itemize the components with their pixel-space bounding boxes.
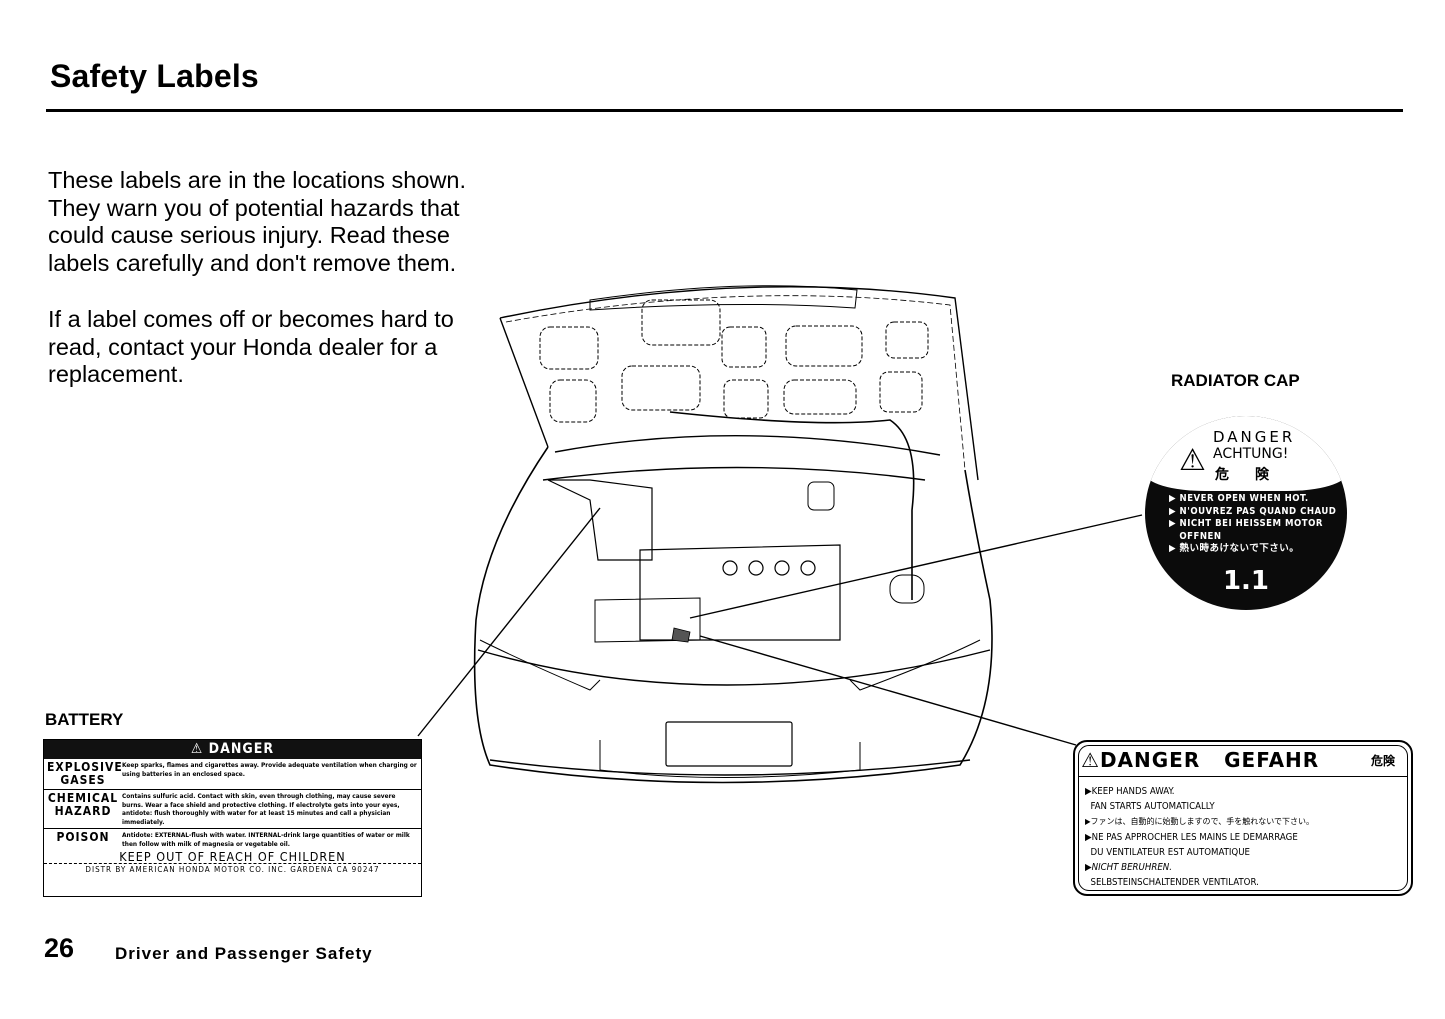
fan-line: ▶NICHT BERUHREN. (1085, 862, 1172, 874)
hood-outline (499, 286, 979, 481)
fan-label: ⚠DANGER GEFAHR 危険 ▶KEEP HANDS AWAY. FAN … (1073, 740, 1413, 896)
battery-row-key: CHEMICAL HAZARD (47, 791, 119, 818)
fan-label-inner-border (1078, 745, 1408, 891)
warning-triangle-icon: ⚠ (1179, 444, 1206, 477)
warning-triangle-icon: ⚠ (1081, 748, 1100, 772)
fan-label-divider (1079, 776, 1407, 777)
radiator-cap-label: ⚠ DANGER ACHTUNG! 危険 ▶ NEVER OPEN WHEN H… (1145, 416, 1347, 610)
radiator-line: ▶ NICHT BEI HEISSEM MOTOR (1169, 518, 1323, 529)
battery-keep-out: KEEP OUT OF REACH OF CHILDREN (119, 849, 346, 864)
fan-danger-gefahr: DANGER GEFAHR (1099, 748, 1320, 772)
warning-triangle-icon: ⚠ (190, 741, 209, 757)
grille (599, 740, 861, 778)
radiator-callout-line (689, 514, 1143, 619)
battery-callout-line (417, 507, 601, 737)
hood-inner (505, 295, 966, 471)
battery-row-text: Antidote: EXTERNAL-flush with water. INT… (122, 831, 410, 848)
air-valve (807, 481, 835, 511)
hood-prop-rod (669, 411, 915, 600)
body-outline (473, 446, 993, 784)
cowl (542, 435, 941, 481)
intro-text: These labels are in the locations shown.… (48, 167, 478, 418)
radiator-achtung: ACHTUNG! (1213, 446, 1289, 462)
radiator-line: ▶ N'OUVREZ PAS QUAND CHAUD (1169, 505, 1337, 517)
radiator-label-heading: RADIATOR CAP (1171, 371, 1300, 390)
fan-kanji: 危険 (1370, 754, 1395, 768)
fan-line: ▶ファンは、自動的に始動しますので、手を触れないで下さい。 (1085, 817, 1314, 827)
fan-warning-lines: ▶KEEP HANDS AWAY. FAN STARTS AUTOMATICAL… (1085, 784, 1314, 890)
fan-line: SELBSTEINSCHALTENDER VENTILATOR. (1085, 877, 1259, 889)
radiator-warning-lines: ▶ NEVER OPEN WHEN HOT. ▶ N'OUVREZ PAS QU… (1169, 493, 1336, 556)
battery-row-explosive: EXPLOSIVE GASES Keep sparks, flames and … (44, 759, 421, 790)
battery-row-poison: POISON Antidote: EXTERNAL-flush with wat… (44, 829, 421, 850)
fan-label-heading: ⚠DANGER GEFAHR (1081, 748, 1319, 772)
title-divider (46, 109, 1403, 112)
page-title: Safety Labels (50, 58, 259, 94)
battery-row-text: Keep sparks, flames and cigarettes away.… (122, 761, 417, 778)
battery-danger-bar: ⚠ DANGER (44, 740, 421, 759)
fan-line: FAN STARTS AUTOMATICALLY (1085, 801, 1215, 813)
fan-line: ▶NE PAS APPROCHER LES MAINS LE DEMARRAGE (1085, 831, 1298, 843)
fan-label-position (671, 627, 691, 643)
radiator-line: ▶ NEVER OPEN WHEN HOT. (1169, 493, 1309, 504)
radiator-top (594, 597, 701, 643)
battery-label: ⚠ DANGER EXPLOSIVE GASES Keep sparks, fl… (43, 739, 422, 897)
radiator-pressure: 1.1 (1222, 566, 1270, 596)
battery-row-text: Contains sulfuric acid. Contact with ski… (122, 792, 400, 826)
section-title: Driver and Passenger Safety (115, 944, 373, 963)
radiator-line: OFFNEN (1169, 530, 1222, 542)
battery-danger-text: DANGER (208, 741, 275, 757)
battery-row-key: POISON (56, 830, 110, 844)
intro-paragraph-2: If a label comes off or becomes hard to … (48, 306, 454, 387)
fan-line: DU VENTILATEUR EST AUTOMATIQUE (1085, 846, 1250, 858)
intro-paragraph-1: These labels are in the locations shown.… (48, 167, 467, 276)
battery-label-heading: BATTERY (45, 710, 124, 729)
radiator-danger: DANGER (1213, 428, 1296, 446)
page-number: 26 (44, 933, 75, 963)
fan-line: ▶KEEP HANDS AWAY. (1085, 786, 1175, 797)
reservoir (889, 574, 925, 604)
fan-callout-line (699, 635, 1077, 746)
headlight-right (849, 639, 981, 691)
radiator-cap-header: ⚠ DANGER ACHTUNG! 危険 (1145, 416, 1347, 491)
license-plate (665, 721, 793, 767)
bumper (477, 649, 991, 776)
engine-block (639, 544, 841, 641)
hood-panel (589, 285, 858, 311)
radiator-kanji: 危険 (1215, 466, 1295, 482)
battery-row-key: EXPLOSIVE GASES (47, 760, 123, 787)
battery-distributor: DISTR BY AMERICAN HONDA MOTOR CO. INC. G… (44, 863, 421, 876)
battery-box (547, 479, 653, 561)
radiator-line: ▶ 熱い時あけないで下さい。 (1169, 543, 1300, 554)
battery-row-chemical: CHEMICAL HAZARD Contains sulfuric acid. … (44, 790, 421, 829)
